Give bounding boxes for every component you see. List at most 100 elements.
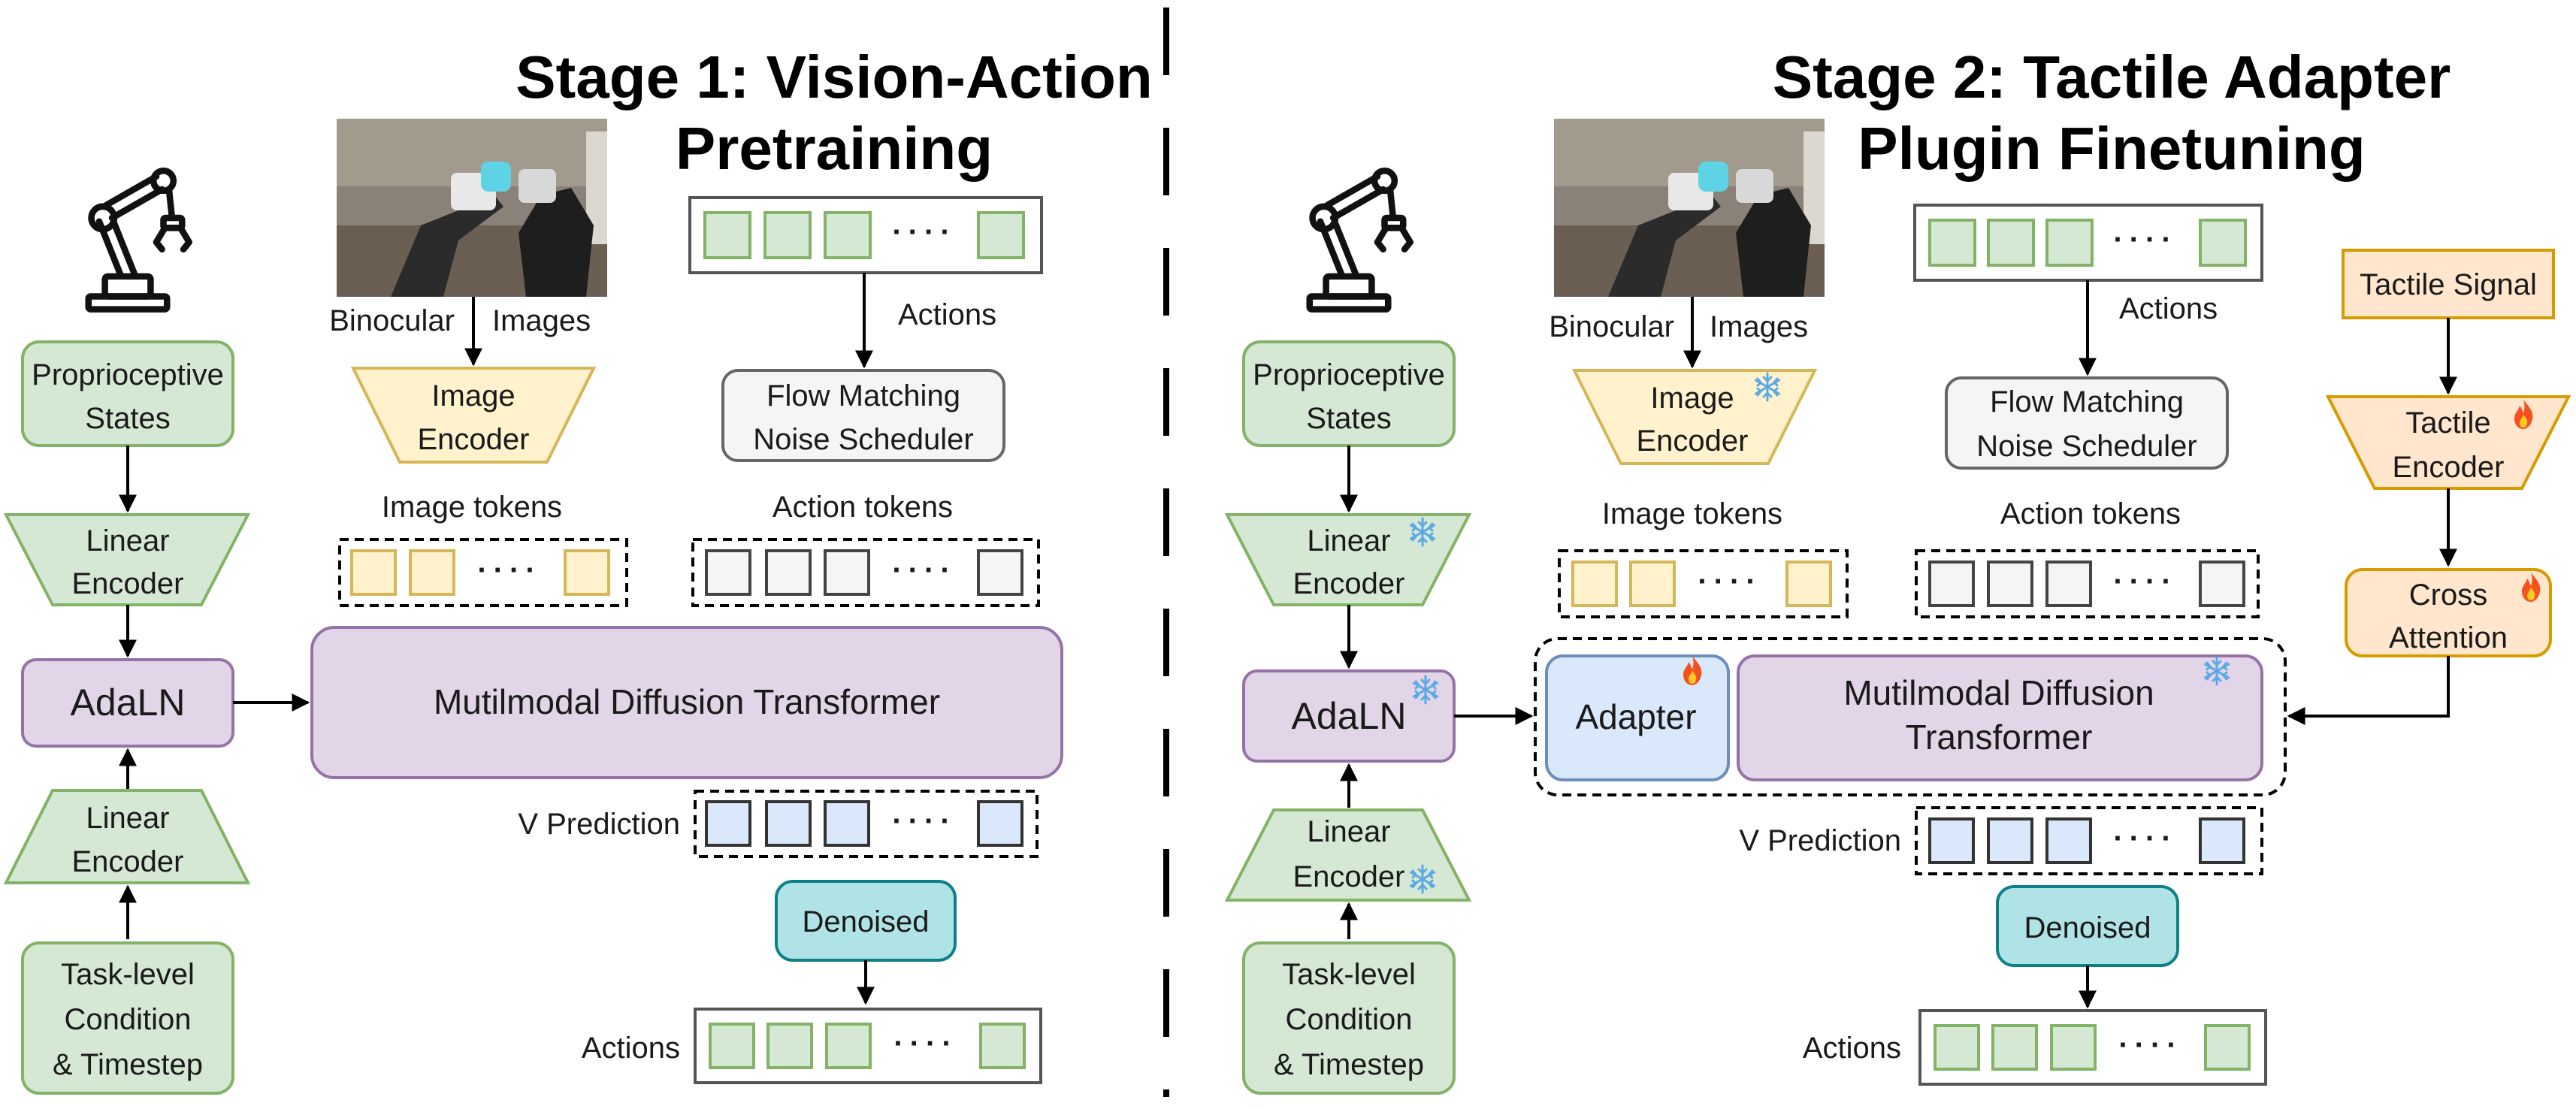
flow-matching-label-1: Flow Matching <box>1990 385 2184 419</box>
actions-bottom-ellipsis: ···· <box>893 1027 957 1060</box>
linear-encoder-bottom-label-2: Encoder <box>72 845 184 878</box>
actions-bottom-label: Actions <box>1803 1032 1901 1065</box>
action-token <box>2199 561 2245 607</box>
action-token <box>2045 561 2092 607</box>
stage1-title-line2: Pretraining <box>676 115 993 182</box>
action-tokens-label: Action tokens <box>772 491 953 524</box>
task-label-3: & Timestep <box>1274 1048 1424 1081</box>
image-tokens-group <box>1558 549 1849 618</box>
flow-matching-label-2: Noise Scheduler <box>1976 430 2197 463</box>
images-label: Images <box>1710 310 1808 343</box>
v-prediction-tokens: ···· <box>705 800 1023 847</box>
image-tokens-ellipsis: ···· <box>477 554 541 587</box>
action-token <box>763 211 812 259</box>
task-label-2: Condition <box>64 1003 191 1036</box>
action-token <box>709 1023 755 1069</box>
action-token <box>977 549 1023 596</box>
linear-encoder-top-label-2: Encoder <box>1293 567 1405 600</box>
diffusion-transformer-label-1: Mutilmodal Diffusion <box>1843 673 2154 712</box>
adaln-label: AdaLN <box>71 681 186 724</box>
image-tokens: ···· <box>350 549 610 596</box>
stage1-title-line1: Stage 1: Vision-Action <box>516 44 1153 110</box>
v-tokens-ellipsis: ···· <box>892 805 956 838</box>
image-tokens: ···· <box>1571 561 1832 607</box>
binocular-label: Binocular <box>1549 310 1674 343</box>
proprio-label-2: States <box>1306 402 1391 435</box>
tactile-signal-box <box>2342 249 2555 319</box>
action-token <box>979 1023 1026 1069</box>
flow-matching-box <box>721 369 1005 462</box>
linear-encoder-bottom <box>1224 808 1472 902</box>
image-tokens-ellipsis: ···· <box>1698 565 1761 598</box>
action-token <box>766 1023 813 1069</box>
flow-matching-label-2: Noise Scheduler <box>753 423 974 456</box>
action-tokens-mid: ···· <box>705 549 1023 596</box>
action-token <box>977 211 1025 259</box>
action-tokens-group <box>1915 549 2260 618</box>
action-token <box>2045 219 2094 267</box>
v-tokens-ellipsis: ···· <box>2113 822 2177 855</box>
v-token <box>977 800 1023 847</box>
v-token <box>705 800 751 847</box>
robot-arm-icon <box>1310 171 1410 309</box>
images-label: Images <box>492 304 591 337</box>
adapter-label: Adapter <box>1575 697 1696 736</box>
diffusion-transformer-box <box>310 626 1063 779</box>
image-encoder-label-1: Image <box>431 379 515 412</box>
actions-top-ellipsis: ···· <box>2113 223 2177 256</box>
diffusion-transformer-box <box>1737 654 2263 781</box>
denoised-label: Denoised <box>802 905 929 938</box>
adapter-transformer-group <box>1534 637 2287 796</box>
action-tokens-group <box>691 538 1040 607</box>
task-label-2: Condition <box>1285 1003 1412 1036</box>
image-encoder-label-2: Encoder <box>418 423 530 456</box>
v-prediction-tokens: ···· <box>1928 817 2245 864</box>
v-prediction-group <box>694 790 1039 858</box>
action-token <box>1928 561 1975 607</box>
v-prediction-label: V Prediction <box>1739 824 1901 857</box>
actions-bottom-ellipsis: ···· <box>2118 1029 2182 1062</box>
proprio-label-1: Proprioceptive <box>32 358 224 391</box>
stage2-title-line1: Stage 2: Tactile Adapter <box>1773 44 2451 110</box>
image-token <box>1571 561 1618 607</box>
action-token <box>825 1023 872 1069</box>
stage2-title-line2: Plugin Finetuning <box>1858 115 2365 182</box>
image-token <box>564 549 610 596</box>
task-condition-box <box>21 941 234 1095</box>
tactile-encoder-label-2: Encoder <box>2393 451 2505 484</box>
stage1: Stage 1: Vision-Action Pretraining Propr… <box>3 44 1153 1095</box>
v-prediction-label: V Prediction <box>518 808 680 841</box>
action-tokens-bottom: ···· <box>1934 1024 2251 1071</box>
actions-top-label: Actions <box>898 298 996 331</box>
image-encoder-label-2: Encoder <box>1637 425 1749 458</box>
denoised-label: Denoised <box>2024 911 2151 944</box>
flow-matching-box <box>1945 376 2229 470</box>
action-token <box>1987 219 2035 267</box>
image-tokens-label: Image tokens <box>382 491 562 524</box>
action-token <box>1991 1024 2038 1071</box>
proprio-label-2: States <box>85 402 170 435</box>
actions-bottom-label: Actions <box>582 1032 680 1065</box>
linear-encoder-top-label-2: Encoder <box>72 567 184 600</box>
image-token <box>350 549 397 596</box>
adaln-label: AdaLN <box>1292 695 1407 737</box>
robot-camera-photo <box>337 119 607 297</box>
linear-encoder-top <box>1224 513 1472 606</box>
flow-matching-label-1: Flow Matching <box>766 379 960 412</box>
v-token <box>1987 817 2033 864</box>
image-tokens-group <box>338 538 628 607</box>
v-token <box>1928 817 1975 864</box>
image-encoder <box>350 367 597 464</box>
image-token <box>1785 561 1832 607</box>
action-tokens-top: ···· <box>703 211 1025 259</box>
actions-top-label: Actions <box>2119 292 2218 325</box>
tactile-encoder <box>2325 395 2571 490</box>
action-token <box>705 549 751 596</box>
linear-encoder-top-label-1: Linear <box>86 524 169 558</box>
v-prediction-group <box>1915 806 2263 875</box>
adapter-box <box>1545 654 1730 781</box>
action-token <box>824 211 872 259</box>
v-token <box>824 800 870 847</box>
task-label-3: & Timestep <box>53 1048 203 1081</box>
robot-camera-photo <box>1554 119 1825 297</box>
